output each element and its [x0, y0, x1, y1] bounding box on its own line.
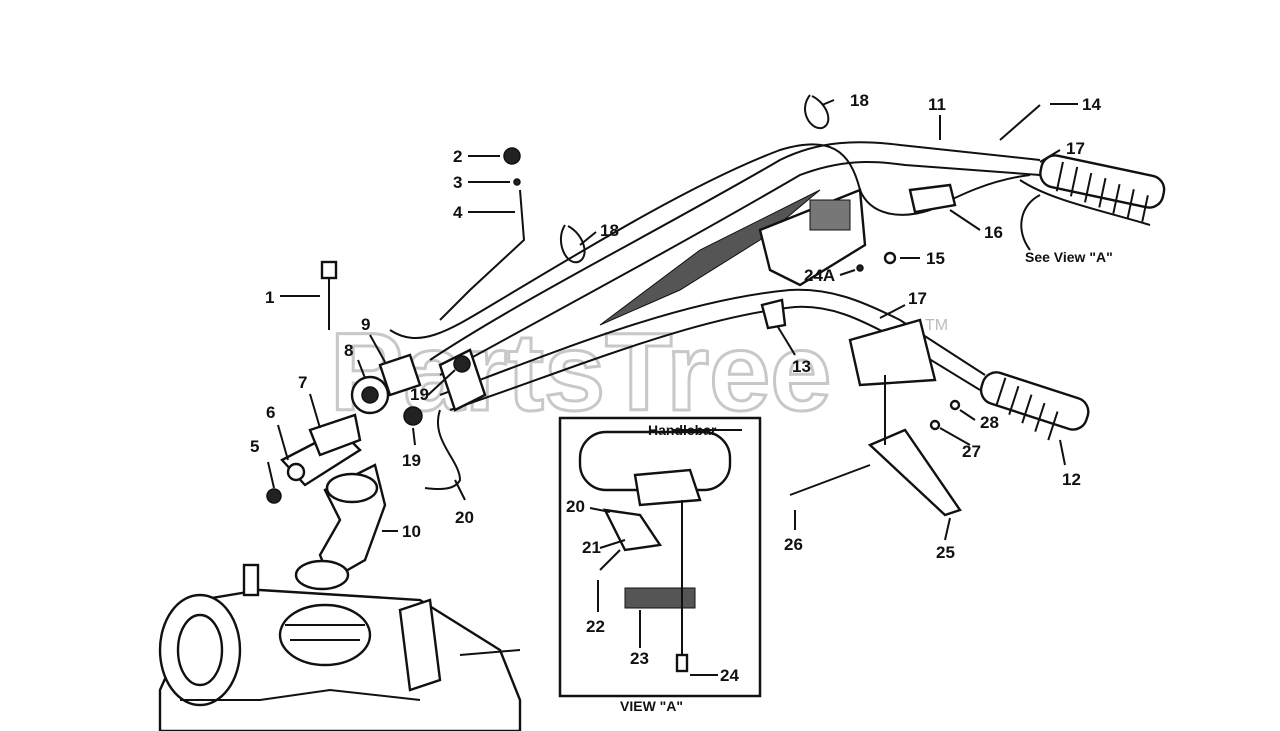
gusset-plate [599, 189, 821, 326]
view-a-screw [599, 549, 621, 571]
callout-28: 28 [980, 413, 999, 432]
bracket-9 [378, 353, 422, 397]
callout-9: 9 [361, 315, 370, 334]
see-view-a-label: See View "A" [1025, 249, 1113, 265]
tiller-body [158, 563, 522, 731]
callout-5: 5 [250, 437, 259, 456]
callout-8: 8 [344, 341, 353, 360]
callout-labels: 1 2 3 4 5 6 7 8 9 10 11 12 13 14 15 16 1… [250, 91, 1113, 714]
view-a-bracket [633, 468, 702, 507]
shift-rod-4 [439, 189, 526, 321]
callout-3: 3 [453, 173, 462, 192]
watermark-tm: TM [925, 317, 948, 334]
callout-24: 24 [720, 666, 739, 685]
callout-17a: 17 [1066, 139, 1085, 158]
clamp-7 [308, 413, 362, 457]
wire-20 [424, 409, 462, 490]
nut-19a [453, 355, 471, 373]
bolt-26 [789, 464, 871, 496]
callout-17b: 17 [908, 289, 927, 308]
control-cable [389, 143, 1031, 339]
callout-16: 16 [984, 223, 1003, 242]
callout-15: 15 [926, 249, 945, 268]
pin-28 [949, 399, 961, 411]
lever-25 [867, 428, 962, 517]
callout-26: 26 [784, 535, 803, 554]
clip-18b [804, 94, 830, 130]
callout-18a: 18 [600, 221, 619, 240]
callout-11: 11 [928, 95, 946, 114]
bracket-13 [760, 298, 787, 330]
washer-3 [513, 178, 521, 186]
bolt-1 [320, 260, 338, 330]
view-a-title: VIEW "A" [620, 698, 683, 714]
callout-23: 23 [630, 649, 649, 668]
callout-27: 27 [962, 442, 981, 461]
decal-label [809, 199, 851, 231]
callout-6: 6 [266, 403, 275, 422]
nut-15 [883, 251, 897, 265]
frame-base [438, 348, 487, 412]
knob-2 [503, 147, 521, 165]
callout-12: 12 [1062, 470, 1081, 489]
grip-upper [1019, 154, 1166, 226]
view-a-terminal [624, 587, 696, 609]
screw-14 [999, 104, 1041, 141]
nut-27 [929, 419, 941, 431]
view-a-switch [602, 508, 663, 552]
callout-25: 25 [936, 543, 955, 562]
view-a-inset [558, 416, 762, 698]
view-a-nut [675, 653, 689, 673]
callout-1: 1 [265, 288, 274, 307]
callout-18b: 18 [850, 91, 869, 110]
leader-lines [267, 99, 1078, 676]
handlebar-frame [429, 141, 1041, 412]
callout-20a: 20 [455, 508, 474, 527]
callout-14: 14 [1082, 95, 1101, 114]
callout-13: 13 [792, 357, 811, 376]
callout-19b: 19 [402, 451, 421, 470]
callout-19a: 19 [410, 385, 429, 404]
callout-4: 4 [453, 203, 463, 222]
screw-24a [856, 264, 864, 272]
callout-10: 10 [402, 522, 421, 541]
view-a-handlebar-label: Handlebar [648, 422, 717, 438]
clip-18a [559, 224, 586, 264]
callout-20b: 20 [566, 497, 585, 516]
callout-2: 2 [453, 147, 462, 166]
grip-lower [979, 371, 1090, 441]
callout-22: 22 [586, 617, 605, 636]
callout-7: 7 [298, 373, 307, 392]
bracket-16 [908, 183, 957, 214]
bracket-17b [848, 318, 937, 387]
nut-5 [266, 488, 282, 504]
callout-21: 21 [582, 538, 601, 557]
nut-19b [403, 406, 423, 426]
callout-24a: 24A [804, 266, 835, 285]
